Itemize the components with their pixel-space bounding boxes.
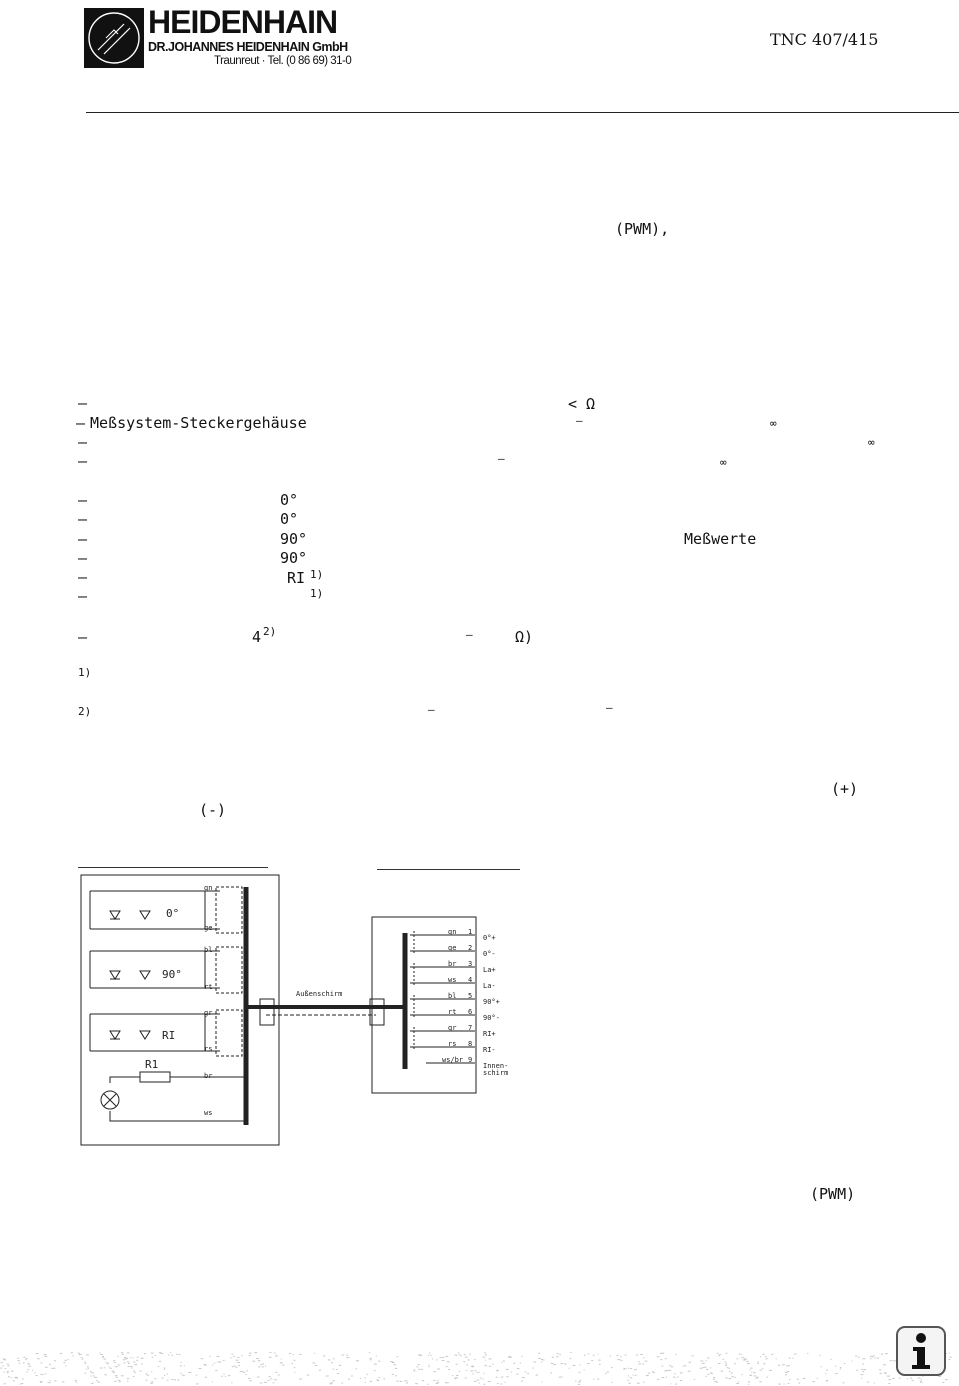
svg-text:ge: ge xyxy=(448,944,456,952)
diagram-label-90deg: 90° xyxy=(162,968,182,981)
svg-text:rt: rt xyxy=(448,1008,456,1016)
svg-text:ws: ws xyxy=(204,1109,212,1117)
diagram-label-ri: RI xyxy=(162,1029,175,1042)
scan-noise xyxy=(0,1352,952,1385)
svg-text:4: 4 xyxy=(468,976,472,984)
info-icon xyxy=(912,1333,930,1369)
diagram-label-0deg: 0° xyxy=(166,907,179,920)
svg-text:bl: bl xyxy=(448,992,456,1000)
text-infinity: ∞ xyxy=(720,456,727,469)
list-dash: – xyxy=(498,452,505,465)
text-ohm-paren: Ω) xyxy=(515,628,534,646)
svg-text:3: 3 xyxy=(468,960,472,968)
svg-text:90°+: 90°+ xyxy=(483,998,500,1006)
svg-text:gr: gr xyxy=(448,1024,456,1032)
text-four: 4 xyxy=(252,628,262,646)
svg-text:1: 1 xyxy=(468,928,472,936)
list-dash: – xyxy=(78,628,88,646)
list-dash: – xyxy=(576,414,583,427)
svg-text:br: br xyxy=(448,960,456,968)
list-dash: – xyxy=(78,394,88,412)
list-dash: – xyxy=(78,433,88,451)
svg-text:rt: rt xyxy=(204,983,212,991)
header-rule xyxy=(86,112,959,113)
text-plus: (+) xyxy=(831,780,859,798)
heading-underline xyxy=(78,867,268,868)
svg-text:gr: gr xyxy=(204,1009,212,1017)
list-dash: – xyxy=(78,587,88,605)
list-dash: – xyxy=(78,452,88,470)
diagram-label-outer-shield: Außenschirm xyxy=(296,990,342,998)
svg-text:5: 5 xyxy=(468,992,472,1000)
list-dash: – xyxy=(606,701,613,714)
heidenhain-logo-icon xyxy=(84,8,144,68)
svg-text:ge: ge xyxy=(204,924,212,932)
footnote-marker: 2) xyxy=(263,625,277,638)
diagram-label-r1: R1 xyxy=(145,1058,158,1071)
text-infinity: ∞ xyxy=(770,417,777,430)
list-dash: – xyxy=(78,491,88,509)
svg-text:gn: gn xyxy=(204,884,212,892)
company-contact: Traunreut · Tel. (0 86 69) 31-0 xyxy=(214,55,352,67)
list-dash: – xyxy=(428,703,435,716)
svg-text:8: 8 xyxy=(468,1040,472,1048)
svg-text:90°-: 90°- xyxy=(483,1014,500,1022)
company-name: DR.JOHANNES HEIDENHAIN GmbH xyxy=(148,40,348,54)
document-id: TNC 407/415 xyxy=(770,30,879,49)
text-ri: RI xyxy=(287,569,306,587)
text-minus: (-) xyxy=(199,801,227,819)
svg-text:9: 9 xyxy=(468,1056,472,1064)
info-button[interactable] xyxy=(896,1326,946,1376)
list-dash: – xyxy=(78,510,88,528)
list-dash: – xyxy=(466,628,473,641)
text-pwm: (PWM) xyxy=(810,1185,856,1203)
text-messwerte: Meßwerte xyxy=(684,530,757,548)
svg-text:RI+: RI+ xyxy=(483,1030,496,1038)
svg-text:2: 2 xyxy=(468,944,472,952)
svg-text:gn: gn xyxy=(448,928,456,936)
svg-text:7: 7 xyxy=(468,1024,472,1032)
footnote-1: 1) xyxy=(78,666,92,679)
svg-text:Innen-: Innen- xyxy=(483,1062,508,1070)
text-lt-ohm: < Ω xyxy=(568,395,596,413)
text-infinity: ∞ xyxy=(868,436,875,449)
footnote-2: 2) xyxy=(78,705,92,718)
list-dash: – xyxy=(78,530,88,548)
svg-text:ws/br: ws/br xyxy=(442,1056,463,1064)
svg-text:ws: ws xyxy=(448,976,456,984)
svg-text:bl: bl xyxy=(204,946,212,954)
svg-text:br: br xyxy=(204,1072,212,1080)
text-0deg: 0° xyxy=(280,491,299,509)
text-90deg: 90° xyxy=(280,549,308,567)
svg-text:La+: La+ xyxy=(483,966,496,974)
footnote-marker: 1) xyxy=(310,568,324,581)
svg-text:0°-: 0°- xyxy=(483,950,496,958)
list-dash: – xyxy=(78,549,88,567)
brand-name: HEIDENHAIN xyxy=(148,4,338,40)
svg-text:0°+: 0°+ xyxy=(483,934,496,942)
text-0deg: 0° xyxy=(280,510,299,528)
svg-text:RI-: RI- xyxy=(483,1046,496,1054)
svg-text:rs: rs xyxy=(448,1040,456,1048)
text-90deg: 90° xyxy=(280,530,308,548)
svg-text:rs: rs xyxy=(204,1045,212,1053)
heading-underline xyxy=(377,869,520,870)
text-steckergehaeuse: Meßsystem-Steckergehäuse xyxy=(90,414,307,432)
list-dash: – xyxy=(76,414,86,432)
svg-text:schirm: schirm xyxy=(483,1069,508,1077)
text-pwm: (PWM), xyxy=(615,220,670,238)
wiring-diagram: 0° 90° RI R1 gn ge bl rt gr rs br ws Auß… xyxy=(80,874,508,1146)
svg-text:La-: La- xyxy=(483,982,496,990)
list-dash: – xyxy=(78,568,88,586)
footnote-marker: 1) xyxy=(310,587,324,600)
svg-text:6: 6 xyxy=(468,1008,472,1016)
